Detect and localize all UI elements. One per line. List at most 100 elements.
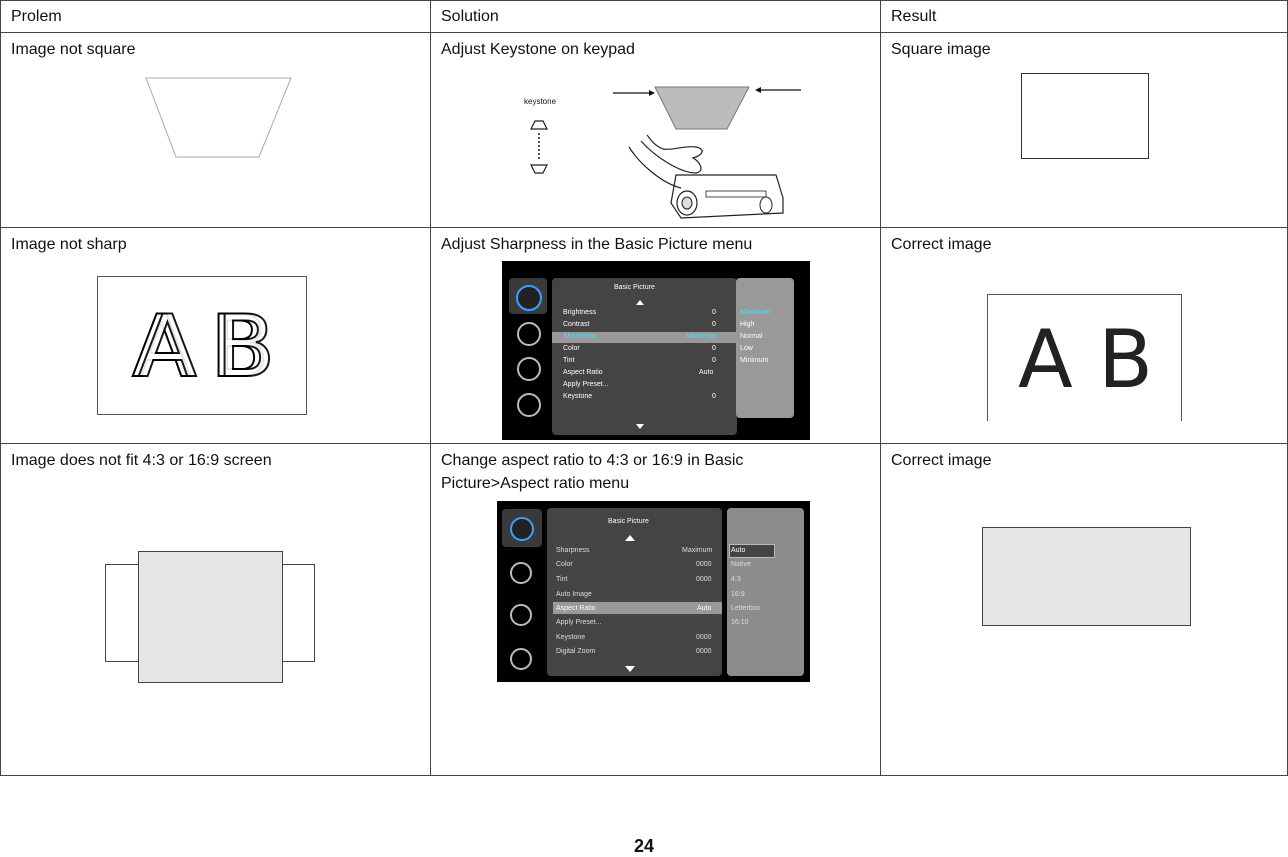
option-item[interactable]: 16:9 bbox=[731, 591, 745, 598]
option-item-selected[interactable]: Auto bbox=[731, 547, 746, 554]
misfit-image bbox=[138, 551, 283, 683]
troubleshooting-table: Prolem Solution Result Image not square … bbox=[0, 0, 1288, 776]
menu-item-label-selected[interactable]: Sharpness bbox=[563, 333, 597, 340]
menu-item-label-selected[interactable]: Aspect Ratio bbox=[556, 605, 596, 612]
square-image-icon bbox=[1021, 73, 1149, 159]
row3-result-cell: Correct image bbox=[880, 443, 1288, 776]
blurry-letters-front: A B bbox=[137, 296, 276, 398]
menu-item-label[interactable]: Keystone bbox=[556, 634, 586, 641]
menu-item-label[interactable]: Tint bbox=[563, 357, 575, 364]
header-result: Result bbox=[891, 8, 937, 25]
menu-item-value: 0000 bbox=[696, 634, 712, 641]
menu-item-label[interactable]: Color bbox=[563, 345, 580, 352]
menu-item-value: 0000 bbox=[696, 576, 712, 583]
settings-gear-icon[interactable] bbox=[510, 604, 532, 626]
option-item[interactable]: Native bbox=[731, 561, 751, 568]
menu-item-label[interactable]: Aspect Ratio bbox=[563, 369, 603, 376]
row1-problem-cell: Image not square bbox=[0, 32, 431, 228]
row3-result-text: Correct image bbox=[891, 452, 992, 469]
scroll-down-icon[interactable] bbox=[625, 666, 635, 672]
settings-gear-icon[interactable] bbox=[517, 357, 541, 381]
basic-picture-menu-aspect: Basic Picture Sharpness Maximum Color 00… bbox=[497, 501, 810, 682]
menu-item-label[interactable]: Auto Image bbox=[556, 591, 592, 598]
menu-item-label[interactable]: Sharpness bbox=[556, 547, 590, 554]
menu-item-label[interactable]: Brightness bbox=[563, 309, 597, 316]
header-problem: Prolem bbox=[11, 8, 62, 25]
fitted-image bbox=[982, 527, 1191, 626]
option-item[interactable]: Minimum bbox=[740, 357, 769, 364]
menu-item-value: 0 bbox=[712, 321, 716, 328]
keystone-down-icon bbox=[530, 164, 548, 174]
row2-result-text: Correct image bbox=[891, 236, 992, 253]
row1-result-text: Square image bbox=[891, 41, 991, 58]
menu-title: Basic Picture bbox=[608, 518, 649, 525]
row1-solution-text: Adjust Keystone on keypad bbox=[441, 41, 635, 58]
menu-panel: Basic Picture Sharpness Maximum Color 00… bbox=[547, 508, 722, 676]
menu-item-value: Maximum bbox=[682, 547, 713, 554]
option-item[interactable]: 4:3 bbox=[731, 576, 741, 583]
row2-solution-text: Adjust Sharpness in the Basic Picture me… bbox=[441, 236, 753, 253]
scroll-up-icon[interactable] bbox=[636, 300, 644, 305]
menu-item-label[interactable]: Keystone bbox=[563, 393, 593, 400]
row2-problem-cell: Image not sharp A B A B bbox=[0, 227, 431, 444]
header-cell-result: Result bbox=[880, 0, 1288, 33]
advanced-picture-icon[interactable] bbox=[517, 322, 541, 346]
scroll-up-icon[interactable] bbox=[625, 535, 635, 541]
row2-problem-text: Image not sharp bbox=[11, 236, 127, 253]
row3-solution-line2: Picture>Aspect ratio menu bbox=[441, 475, 630, 492]
keystone-up-icon bbox=[530, 120, 548, 130]
blurry-image-frame: A B A B bbox=[97, 276, 307, 415]
advanced-picture-icon[interactable] bbox=[510, 562, 532, 584]
menu-title: Basic Picture bbox=[614, 284, 655, 291]
info-icon[interactable] bbox=[517, 393, 541, 417]
basic-picture-menu-sharpness: Basic Picture Brightness 0 Contrast 0 Sh… bbox=[502, 261, 810, 440]
options-panel: Maximum High Normal Low Minimum bbox=[736, 278, 794, 418]
menu-item-value: 0 bbox=[712, 309, 716, 316]
scroll-down-icon[interactable] bbox=[636, 424, 644, 429]
sharp-letters: A B bbox=[1018, 313, 1154, 406]
keystone-illustration bbox=[530, 86, 801, 219]
menu-item-value: Auto bbox=[697, 605, 712, 612]
keystone-label: keystone bbox=[524, 97, 557, 106]
menu-item-label[interactable]: Apply Preset... bbox=[563, 381, 609, 388]
blurry-letters-back: A B bbox=[131, 296, 270, 398]
row1-problem-text: Image not square bbox=[11, 41, 136, 58]
picture-icon[interactable] bbox=[510, 517, 534, 541]
menu-item-value: 0 bbox=[712, 393, 716, 400]
menu-item-value: 0000 bbox=[696, 648, 712, 655]
menu-item-label[interactable]: Apply Preset... bbox=[556, 619, 602, 626]
menu-item-value: 0 bbox=[712, 345, 716, 352]
menu-selection-bar bbox=[553, 602, 722, 614]
menu-item-value: 0000 bbox=[696, 561, 712, 568]
header-solution: Solution bbox=[441, 8, 499, 25]
option-item[interactable]: 16:10 bbox=[731, 619, 749, 626]
menu-item-value: Auto bbox=[699, 369, 714, 376]
picture-icon[interactable] bbox=[516, 285, 542, 311]
option-highlight bbox=[729, 544, 775, 558]
row1-solution-cell: Adjust Keystone on keypad keystone bbox=[430, 32, 881, 228]
row3-solution-cell: Change aspect ratio to 4:3 or 16:9 in Ba… bbox=[430, 443, 881, 776]
info-icon[interactable] bbox=[510, 648, 532, 670]
sharp-image-frame: A B bbox=[987, 294, 1182, 421]
option-item[interactable]: Letterbox bbox=[731, 605, 761, 612]
row3-solution-line1: Change aspect ratio to 4:3 or 16:9 in Ba… bbox=[441, 452, 744, 469]
trapezoid-image-icon bbox=[145, 77, 292, 158]
option-item[interactable]: Low bbox=[740, 345, 753, 352]
menu-item-label[interactable]: Digital Zoom bbox=[556, 648, 596, 655]
projected-trapezoid bbox=[654, 86, 750, 130]
option-item-selected[interactable]: Maximum bbox=[740, 309, 771, 316]
row2-result-cell: Correct image A B bbox=[880, 227, 1288, 444]
option-item[interactable]: High bbox=[740, 321, 755, 328]
menu-item-value: 0 bbox=[712, 357, 716, 364]
option-item[interactable]: Normal bbox=[740, 333, 763, 340]
menu-item-label[interactable]: Tint bbox=[556, 576, 568, 583]
menu-panel: Basic Picture Brightness 0 Contrast 0 Sh… bbox=[552, 278, 737, 435]
menu-item-label[interactable]: Contrast bbox=[563, 321, 590, 328]
menu-item-value: Maximum bbox=[686, 333, 717, 340]
page-number: 24 bbox=[633, 836, 655, 856]
hand-icon bbox=[640, 134, 703, 174]
row3-problem-text: Image does not fit 4:3 or 16:9 screen bbox=[11, 452, 272, 469]
menu-item-label[interactable]: Color bbox=[556, 561, 573, 568]
header-cell-problem: Prolem bbox=[0, 0, 431, 33]
header-cell-solution: Solution bbox=[430, 0, 881, 33]
